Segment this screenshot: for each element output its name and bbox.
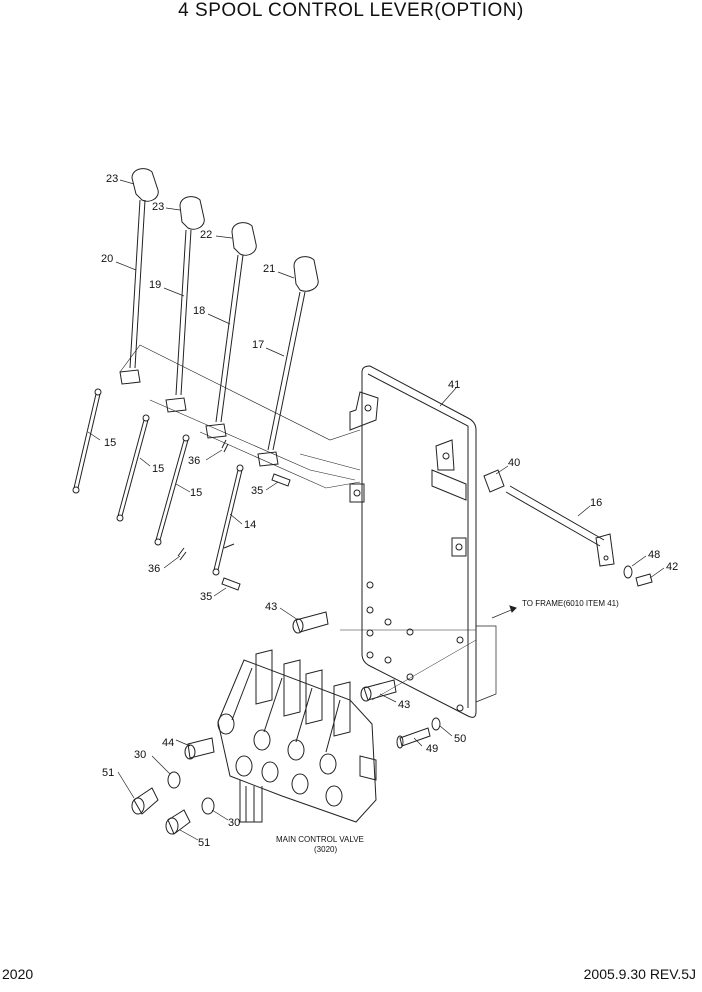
page-title: 4 SPOOL CONTROL LEVER(OPTION) (178, 0, 524, 21)
bolt-49 (399, 727, 431, 747)
callout-36b: 36 (148, 563, 160, 575)
callout-18: 18 (193, 305, 205, 317)
callout-30b: 30 (228, 817, 240, 829)
callout-35b: 35 (200, 591, 212, 603)
lever-rod-20 (129, 199, 146, 369)
callout-49: 49 (426, 743, 438, 755)
callout-43b: 43 (398, 699, 410, 711)
callout-15b: 15 (152, 463, 164, 475)
pivot-18 (205, 423, 227, 439)
to-frame-note: TO FRAME(6010 ITEM 41) (522, 599, 619, 608)
pin-35b (221, 577, 241, 591)
main-control-valve (217, 649, 377, 823)
bracket-plate-41 (361, 365, 477, 718)
callout-51a: 51 (102, 767, 114, 779)
rod-16 (505, 485, 605, 547)
pivot-19 (165, 397, 187, 413)
pin-35a (271, 473, 291, 487)
callout-15c: 15 (190, 487, 202, 499)
spacer-40 (483, 469, 505, 493)
knob-22 (231, 222, 257, 256)
date-revision: 2005.9.30 REV.5J (583, 966, 696, 982)
o-ring-30a (167, 771, 181, 789)
callout-50: 50 (454, 733, 466, 745)
page-number: 2020 (2, 966, 34, 982)
callout-21: 21 (263, 263, 275, 275)
plug-51b (167, 809, 191, 835)
clip-36b (177, 547, 187, 561)
callout-40: 40 (508, 457, 520, 469)
callout-23a: 23 (106, 173, 118, 185)
knob-21 (293, 256, 319, 292)
callout-48: 48 (648, 549, 660, 561)
callout-14: 14 (244, 519, 256, 531)
callout-44: 44 (162, 737, 174, 749)
washer-50 (431, 717, 441, 731)
rod-16-end (595, 533, 615, 567)
knob-23b (179, 196, 205, 230)
bolt-42 (635, 573, 653, 587)
bolt-43b (363, 679, 397, 701)
clip-14-detail (223, 543, 235, 549)
knob-23a (131, 168, 159, 202)
lever-rod-17 (267, 291, 306, 451)
callout-16: 16 (590, 497, 602, 509)
plate-holes (366, 581, 464, 712)
clip-36a (221, 439, 229, 453)
link-15a (73, 393, 101, 489)
callout-30a: 30 (134, 749, 146, 761)
callout-42: 42 (666, 561, 678, 573)
link-15b (117, 419, 149, 517)
callout-51b: 51 (198, 837, 210, 849)
callout-20: 20 (101, 253, 113, 265)
washer-48 (623, 565, 633, 579)
callout-15a: 15 (104, 437, 116, 449)
main-valve-ref: (3020) (314, 845, 337, 854)
fitting-44 (187, 737, 215, 759)
plug-51a (133, 787, 159, 815)
callout-35a: 35 (251, 485, 263, 497)
callout-17: 17 (252, 339, 264, 351)
callout-41: 41 (448, 379, 460, 391)
lever-rod-18 (215, 254, 244, 423)
pivot-20 (119, 369, 141, 385)
main-valve-note: MAIN CONTROL VALVE (276, 835, 364, 844)
callout-23b: 23 (152, 201, 164, 213)
o-ring-30b (201, 797, 215, 815)
callout-22: 22 (200, 229, 212, 241)
callout-43a: 43 (265, 601, 277, 613)
callout-36a: 36 (188, 455, 200, 467)
link-14 (213, 469, 243, 571)
lever-rod-19 (175, 229, 192, 396)
link-15c (155, 439, 189, 541)
bolt-43a (295, 611, 329, 633)
callout-19: 19 (149, 279, 161, 291)
